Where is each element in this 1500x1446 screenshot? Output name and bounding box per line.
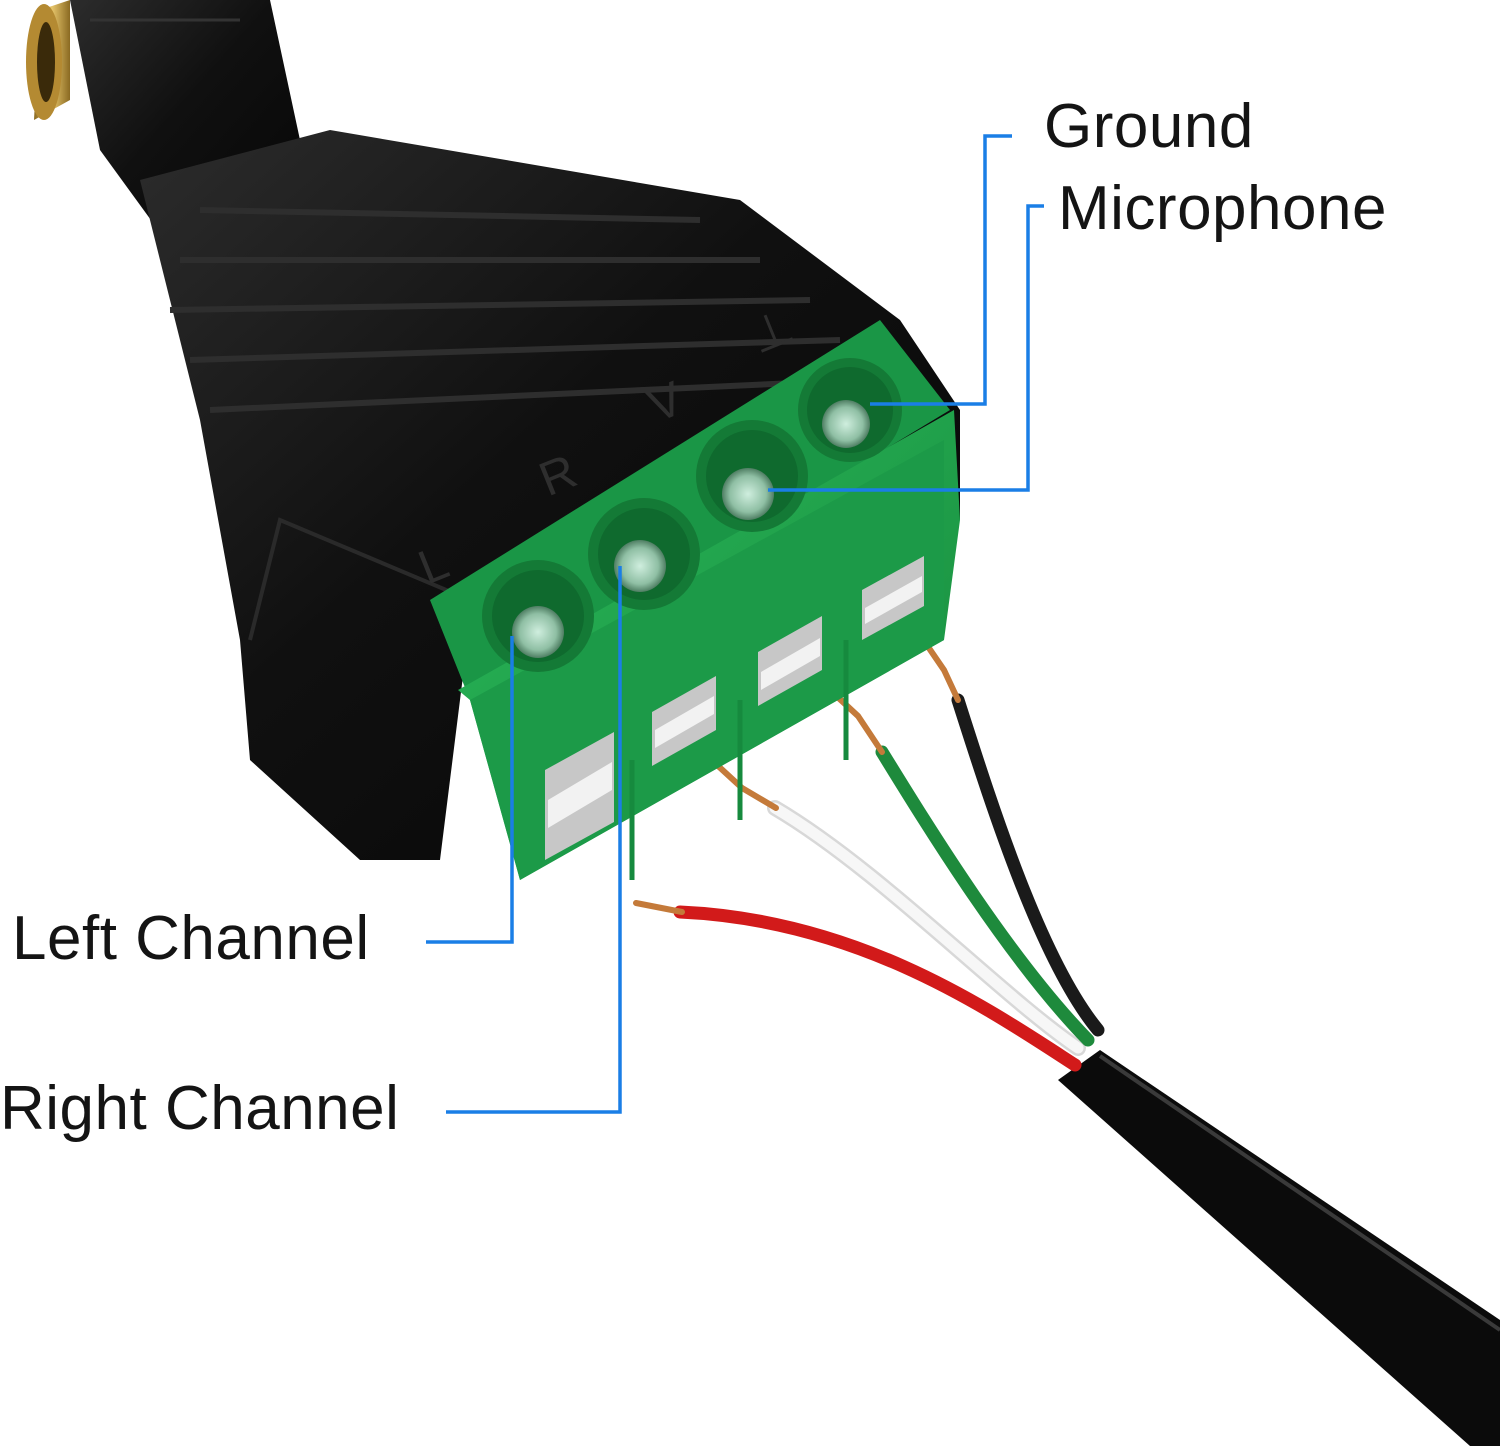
leader-left-channel xyxy=(426,636,514,944)
leader-right-channel xyxy=(446,566,622,1114)
cable-sheath-highlight xyxy=(1098,1054,1500,1332)
screw-terminal-right xyxy=(588,498,700,610)
label-left-channel: Left Channel xyxy=(12,904,370,973)
housing-ribs xyxy=(169,207,861,413)
leader-microphone xyxy=(768,204,1044,492)
housing xyxy=(140,130,960,860)
cable-sheath xyxy=(1058,1050,1500,1446)
wire-red xyxy=(633,900,1082,1072)
screw-terminal-ground xyxy=(798,358,902,462)
leader-lines xyxy=(426,134,1044,1114)
label-ground: Ground xyxy=(1044,92,1254,161)
screw-terminal-microphone xyxy=(696,420,808,532)
screw-terminal-left xyxy=(482,560,594,672)
leader-ground xyxy=(870,134,1012,406)
wire-black xyxy=(915,629,1105,1037)
wire-slots xyxy=(545,556,924,860)
label-right-channel: Right Channel xyxy=(0,1074,400,1143)
label-microphone: Microphone xyxy=(1058,174,1387,243)
